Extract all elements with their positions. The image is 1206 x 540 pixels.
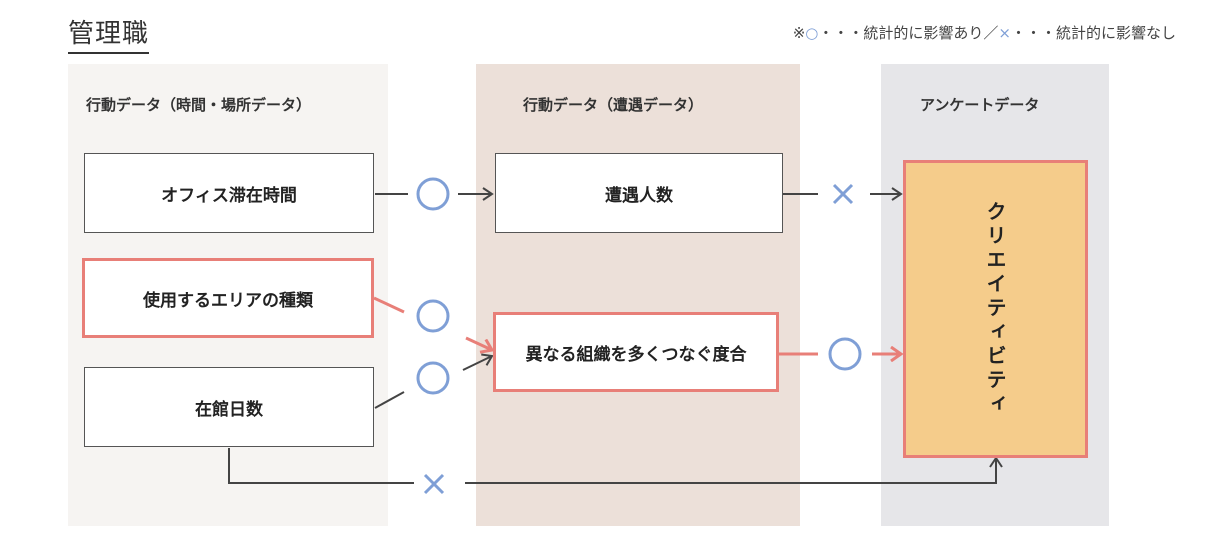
significant-circle-icon: [416, 177, 450, 211]
column-behavior-encounter: [476, 64, 800, 526]
not-significant-cross-icon: [423, 473, 445, 495]
node-encounters: 遭遇人数: [495, 153, 783, 233]
node-creativity: クリエイティビティ: [903, 160, 1088, 458]
node-area-types: 使用するエリアの種類: [82, 258, 374, 338]
legend-circle-meaning: ・・・統計的に影響あり／: [818, 24, 999, 42]
legend: ※○・・・統計的に影響あり／×・・・統計的に影響なし: [793, 22, 1176, 43]
creativity-label: クリエイティビティ: [983, 201, 1007, 417]
node-days-in-building: 在館日数: [84, 367, 374, 447]
circle-mark-icon: ○: [805, 24, 819, 42]
legend-prefix: ※: [792, 24, 806, 42]
cross-mark-icon: ×: [998, 24, 1011, 42]
not-significant-cross-icon: [832, 183, 854, 205]
link-encounters-creativity: [783, 183, 903, 205]
node-cross-org: 異なる組織を多くつなぐ度合: [493, 312, 779, 392]
significant-circle-icon: [416, 361, 450, 395]
legend-cross-meaning: ・・・統計的に影響なし: [1010, 24, 1176, 42]
column-title-encounter: 行動データ（遭遇データ）: [523, 96, 704, 114]
link-area-types-cross-org: [373, 296, 492, 350]
significant-circle-icon: [828, 337, 862, 371]
link-days-cross-org: [374, 353, 494, 409]
column-title-time-place: 行動データ（時間・場所データ）: [86, 96, 312, 114]
page-title: 管理職: [68, 18, 150, 54]
link-office-time-encounters: [375, 177, 494, 211]
link-days-creativity: [228, 448, 1003, 495]
significant-circle-icon: [416, 299, 450, 333]
node-office-time: オフィス滞在時間: [84, 153, 374, 233]
link-cross-org-creativity: [779, 337, 901, 371]
column-title-survey: アンケートデータ: [920, 96, 1040, 114]
